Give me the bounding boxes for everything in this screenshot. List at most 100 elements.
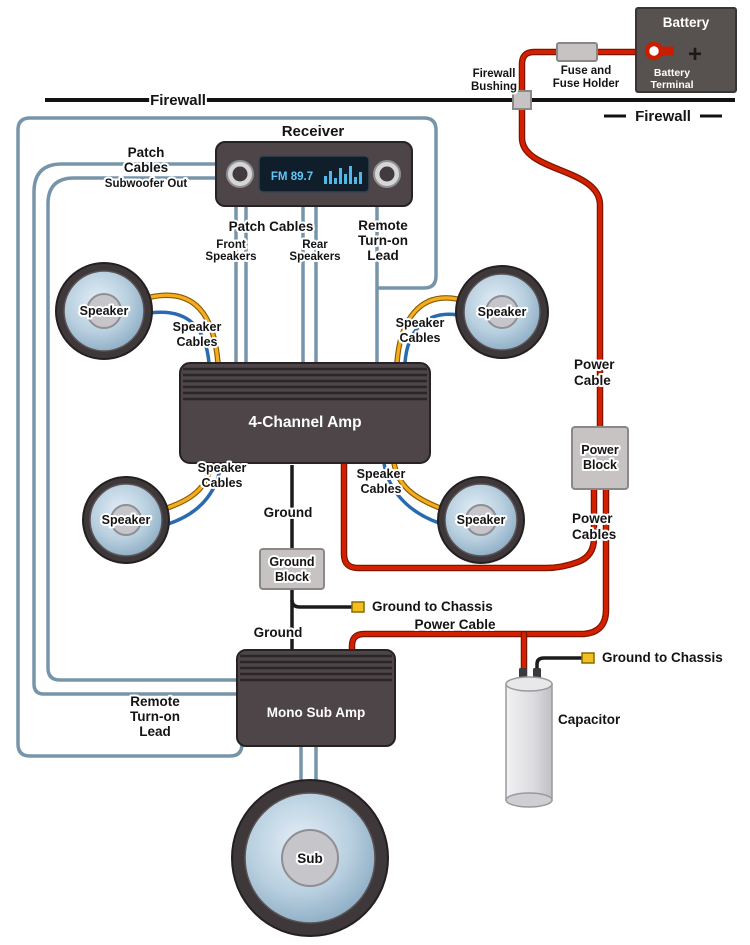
ground-wires xyxy=(290,465,595,680)
ground-to-chassis-amp-label: Ground to Chassis xyxy=(372,599,493,614)
fuse-label-2: Fuse Holder xyxy=(553,78,620,90)
ground-to-chassis-cap-path xyxy=(535,656,582,680)
speaker-dustcap xyxy=(465,504,497,536)
firewall-bushing xyxy=(512,90,532,110)
capacitor-label: Capacitor xyxy=(558,712,621,727)
firewall-label-left: Firewall xyxy=(150,92,206,109)
battery-terminal-icon xyxy=(644,41,664,61)
speaker-cables-rr-label-1: Speaker xyxy=(357,467,406,481)
bushing-label-2: Bushing xyxy=(471,81,517,93)
power-cable-right-label-2: Cable xyxy=(574,373,611,388)
capacitor-top xyxy=(505,676,553,692)
remote-turnon-bottom-label-1: Remote xyxy=(130,694,180,709)
power-block-label-1: Power xyxy=(581,443,619,457)
power-cable-mid-label: Power Cable xyxy=(414,617,496,632)
mono-sub-amp-body xyxy=(236,649,396,747)
ground-lower-label: Ground xyxy=(254,625,303,640)
subwoofer: Sub xyxy=(231,779,389,937)
ground-block-label-2: Block xyxy=(275,570,309,584)
speaker-label: Speaker xyxy=(80,304,129,318)
remote-turnon-top-label-2: Turn-on xyxy=(358,233,408,248)
rear-speakers-label-1: Rear xyxy=(302,239,328,251)
front-speakers-label-2: Speakers xyxy=(205,251,256,263)
speaker-cables-fl-label-1: Speaker xyxy=(173,320,222,334)
speaker-wires xyxy=(148,292,460,526)
ground-block: Ground Block xyxy=(259,548,325,590)
rear-speakers-label-2: Speakers xyxy=(289,251,340,263)
sub-dustcap xyxy=(281,829,339,887)
rear-right-speaker-wire-blue xyxy=(382,461,441,525)
power-block-body xyxy=(571,426,629,490)
diagram-labels: Firewall Firewall Firewall Bushing Fuse … xyxy=(103,63,725,741)
speaker-label: Speaker xyxy=(478,305,527,319)
battery-box xyxy=(635,7,737,93)
patch-cables-left-label-2: Cables xyxy=(124,160,168,175)
power-cables-label-1: Power xyxy=(572,511,613,526)
speaker-cables-fl-label-2: Cables xyxy=(177,335,218,349)
rear-left-speaker-wire-blue xyxy=(166,461,223,526)
receiver-display-text: FM 89.7 xyxy=(271,171,313,183)
remote-turnon-bottom-label-3: Lead xyxy=(139,724,171,739)
receiver-spectrum-bars xyxy=(324,166,362,184)
subwoofer-patch-cable-b xyxy=(46,176,238,682)
speaker-cables-fr-label-1: Speaker xyxy=(396,316,445,330)
mono-sub-amp-label: Mono Sub Amp xyxy=(267,705,365,720)
front-left-speaker-wire-yellow xyxy=(149,293,220,365)
speaker-front-right: Speaker xyxy=(455,265,549,359)
chassis-connector-amp xyxy=(351,601,365,613)
firewall-label-right: Firewall xyxy=(635,108,691,125)
front-speakers-label-1: Front xyxy=(216,239,246,251)
amp-ribs xyxy=(183,367,427,401)
ground-block-label-1: Ground xyxy=(269,555,314,569)
battery-terminal-tail xyxy=(660,46,674,56)
remote-turnon-top-label-3: Lead xyxy=(367,248,399,263)
speaker-front-left: Speaker xyxy=(55,262,153,360)
power-cable-right-label-1: Power xyxy=(574,357,615,372)
remote-turnon-bottom-label-2: Turn-on xyxy=(130,709,180,724)
speaker-rear-left: Speaker xyxy=(82,476,170,564)
front-right-speaker-wire-yellow xyxy=(395,296,459,365)
speaker-cables-rl-label-2: Cables xyxy=(202,476,243,490)
front-right-speaker-wire-blue xyxy=(403,312,460,365)
remote-lead-loop-path xyxy=(16,116,438,758)
subwoofer-patch-cable-a xyxy=(32,162,238,696)
capacitor-body xyxy=(505,683,553,801)
receiver-title: Receiver xyxy=(282,123,345,140)
receiver-knob-right-center xyxy=(379,166,395,182)
receiver-knob-left-center xyxy=(232,166,248,182)
speaker-label: Speaker xyxy=(102,513,151,527)
fuse-label-1: Fuse and xyxy=(561,65,611,77)
power-cable-to-4ch-amp-path xyxy=(342,463,596,570)
ground-to-chassis-cap-label: Ground to Chassis xyxy=(602,650,723,665)
receiver: FM 89.7 xyxy=(215,141,413,207)
capacitor-bottom xyxy=(505,792,553,808)
speaker-dustcap xyxy=(86,293,122,329)
battery-terminal-label-1: Battery xyxy=(654,67,690,79)
battery: Battery + Battery Terminal xyxy=(635,7,737,93)
speaker-cables-rl-label-1: Speaker xyxy=(198,461,247,475)
battery-title: Battery xyxy=(663,15,710,30)
rear-left-speaker-wire-yellow xyxy=(165,461,213,510)
patch-cables-left-label-1: Patch xyxy=(128,145,165,160)
power-block-label-2: Block xyxy=(583,458,617,472)
speaker-cables-rr-label-2: Cables xyxy=(361,482,402,496)
power-cables xyxy=(340,48,654,680)
ground-upper-label: Ground xyxy=(264,505,313,520)
amp-ribs xyxy=(240,654,392,682)
fuse-holder-body xyxy=(556,42,598,62)
front-left-speaker-wire-blue xyxy=(148,310,211,365)
bushing-label-1: Firewall xyxy=(473,68,516,80)
power-block: Power Block xyxy=(571,426,629,490)
patch-cables-bottom-title: Patch Cables xyxy=(229,219,314,234)
four-channel-amp-body xyxy=(179,362,431,464)
ground-block-body xyxy=(259,548,325,590)
battery-power-cable-path xyxy=(520,50,652,431)
power-cables-label-2: Cables xyxy=(572,527,616,542)
subwoofer-out-label: Subwoofer Out xyxy=(105,178,188,190)
chassis-connector-cap xyxy=(581,652,595,664)
sub-label: Sub xyxy=(297,851,323,866)
speaker-rear-right: Speaker xyxy=(437,476,525,564)
firewall xyxy=(45,98,735,118)
patch-and-remote-cables xyxy=(16,116,438,784)
